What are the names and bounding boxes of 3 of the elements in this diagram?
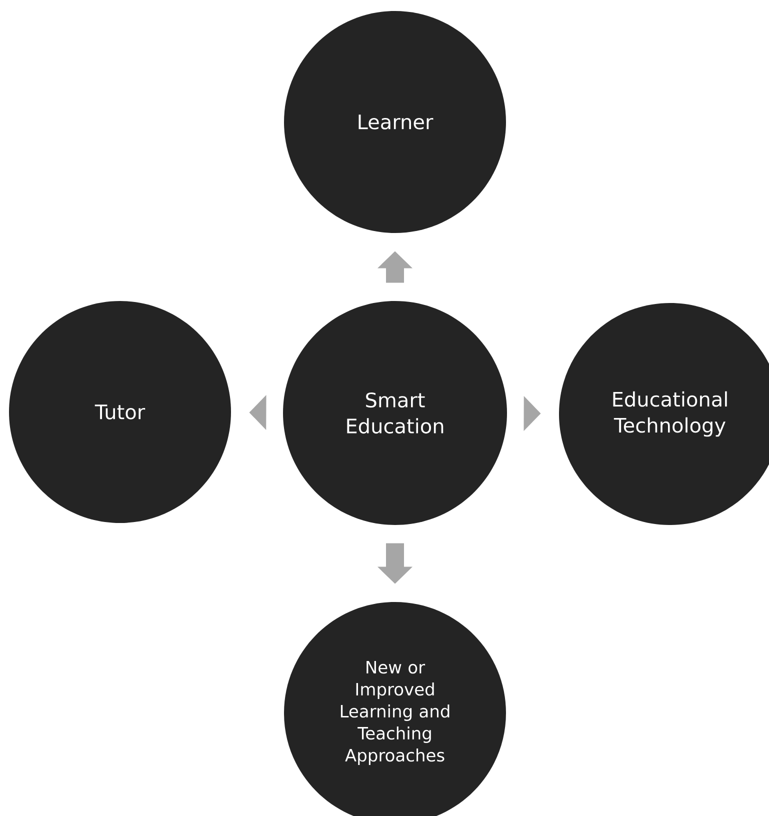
circle-node: Smart Education [283,301,507,525]
circle-node: Tutor [9,301,231,523]
circle-node: Learner [284,11,506,233]
